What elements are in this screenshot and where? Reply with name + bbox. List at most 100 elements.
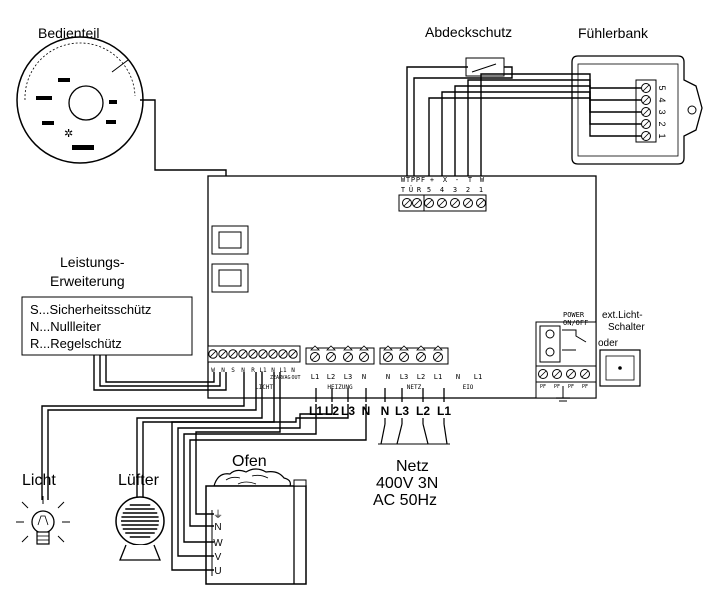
bedienteil-cable bbox=[140, 99, 227, 183]
light-bulb-icon bbox=[31, 510, 55, 534]
licht-terminal-screw-slot bbox=[249, 350, 257, 358]
ext-licht-label: ext.Licht- bbox=[602, 310, 643, 321]
top-header-label: T bbox=[468, 176, 473, 184]
bedienteil-segment bbox=[42, 121, 54, 125]
luefter-wire bbox=[136, 372, 263, 497]
heizung-terminal-label: L1 bbox=[311, 373, 319, 381]
ext-licht-schalter: ext.Licht- Schalter oder bbox=[598, 310, 645, 387]
bedienteil-segment bbox=[106, 120, 116, 124]
licht-terminal-screw-slot bbox=[209, 350, 217, 358]
licht-terminal-label: W bbox=[211, 367, 215, 374]
heizung-terminal-screw-slot bbox=[311, 353, 319, 361]
extra-terminal-label: L1 bbox=[474, 373, 482, 381]
abdeckschutz-label: Abdeckschutz bbox=[425, 24, 512, 40]
licht-terminal-label: N bbox=[291, 367, 295, 374]
sensor-wire bbox=[467, 79, 641, 190]
power-switch-pin bbox=[545, 347, 555, 357]
light-symbol-icon: ✲ bbox=[64, 128, 73, 140]
licht-wire bbox=[41, 372, 245, 500]
ext-licht-label: Schalter bbox=[608, 322, 645, 333]
bedienteil-segment bbox=[58, 78, 70, 82]
licht-group-label: LICHT bbox=[255, 384, 273, 391]
licht-terminal-screw-slot bbox=[239, 350, 247, 358]
luefter: Lüfter bbox=[115, 472, 165, 561]
sensor-terminal-label: 5 bbox=[657, 85, 667, 90]
netz-label: Netz bbox=[396, 458, 429, 475]
bedienteil-scale-tick bbox=[111, 59, 129, 73]
abdeckschutz: Abdeckschutz bbox=[425, 24, 512, 77]
mains-wire bbox=[380, 423, 386, 445]
licht-terminal-screw-slot bbox=[219, 350, 227, 358]
bedienteil-knob bbox=[68, 85, 104, 121]
extra-group-label: EIO bbox=[463, 384, 474, 391]
ofen-w-wire bbox=[183, 404, 317, 543]
top-header-label: P bbox=[411, 176, 415, 184]
ofen-terminal-label: N bbox=[214, 522, 221, 533]
licht-terminal-label: L1 bbox=[259, 367, 267, 374]
licht-terminal-screw-slot bbox=[259, 350, 267, 358]
top-header-label: X bbox=[443, 176, 448, 184]
netz-frequency: AC 50Hz bbox=[373, 492, 437, 509]
power-switch-area: POWER ON/OFF bbox=[535, 311, 597, 399]
ofen-ground-wire bbox=[195, 372, 281, 515]
licht-terminal-screw-slot bbox=[269, 350, 277, 358]
legend-item: R...Regelschütz bbox=[30, 336, 122, 351]
bedienteil-segment bbox=[109, 100, 117, 104]
netz-terminal-screw-slot bbox=[384, 353, 392, 361]
heater-wire-label: L3 bbox=[341, 404, 355, 418]
netz-terminal-screw-slot bbox=[400, 353, 408, 361]
netz-terminal-marker bbox=[433, 345, 443, 351]
top-terminal-label: 4 bbox=[440, 186, 444, 194]
heizung-terminal-screw-slot bbox=[327, 353, 335, 361]
heater-wire-label: L2 bbox=[325, 404, 339, 418]
pf-terminal-screw-slot bbox=[567, 370, 575, 378]
licht-terminal-label: L1 bbox=[279, 367, 287, 374]
ofen-v-wire bbox=[177, 404, 333, 557]
heater-wire-label: N bbox=[362, 404, 371, 418]
rj-socket bbox=[211, 225, 249, 255]
extra-terminal-label: N bbox=[456, 373, 460, 381]
light-bulb-filament bbox=[37, 515, 49, 526]
top-header-label: + bbox=[430, 176, 434, 184]
legend-wire bbox=[99, 355, 221, 387]
netz-terminal-marker bbox=[399, 345, 409, 351]
leistungs-label: Erweiterung bbox=[50, 273, 125, 289]
ofen-n-wire bbox=[189, 404, 367, 527]
mains-wire-label: L2 bbox=[416, 404, 430, 418]
mains-wire bbox=[422, 423, 429, 445]
pf-terminal-label: PF bbox=[582, 384, 588, 390]
legend-item: N...Nullleiter bbox=[30, 319, 101, 334]
ofen-terminal-label: ⏚ bbox=[213, 509, 223, 521]
stones-icon bbox=[213, 468, 291, 487]
ofen-u-wire bbox=[171, 404, 349, 571]
pf-terminal-label: PF bbox=[540, 384, 546, 390]
luefter-label: Lüfter bbox=[118, 472, 160, 489]
sensor-terminal-screw-slot bbox=[642, 96, 650, 104]
bedienteil: Bedienteil ✲ bbox=[16, 25, 144, 164]
sensor-terminal-screw-slot bbox=[642, 108, 650, 116]
fuehlerbank-inner bbox=[577, 63, 679, 157]
pf-terminal-label: PF bbox=[554, 384, 560, 390]
sensor-terminal-label: 1 bbox=[657, 133, 667, 138]
fuehlerbank-mount-hole bbox=[687, 105, 697, 115]
licht-terminal-label: S bbox=[231, 367, 235, 374]
ofen-terminal-label: V bbox=[215, 552, 222, 563]
netz: Netz 400V 3N AC 50Hz bbox=[373, 458, 438, 509]
power-switch-pin bbox=[545, 329, 555, 339]
heizung-terminal-label: L3 bbox=[344, 373, 352, 381]
netz-group-label: NETZ bbox=[407, 384, 422, 391]
ofen-housing bbox=[205, 485, 307, 585]
heizung-group-label: HEIZUNG bbox=[327, 384, 353, 391]
top-terminal-screw-slot bbox=[464, 199, 472, 207]
top-header-label: F bbox=[421, 176, 425, 184]
licht-wire bbox=[47, 372, 257, 500]
power-label: ON/OFF bbox=[563, 319, 588, 327]
